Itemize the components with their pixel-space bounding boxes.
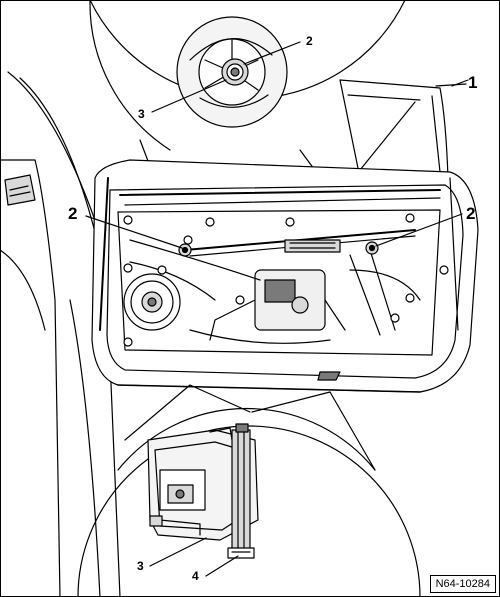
figure-code-label: N64-10284 [429, 574, 496, 593]
speaker [123, 273, 181, 331]
window-regulator [184, 229, 416, 336]
callout-top-washer: 3 [138, 107, 145, 121]
guide-rail [227, 423, 255, 559]
callout-door-glass: 1 [468, 73, 478, 92]
callout-bottom-bracket: 3 [137, 559, 144, 573]
callout-top-bolt: 2 [306, 34, 313, 48]
window-bolt-left [178, 243, 192, 257]
door-module [117, 209, 449, 356]
callout-window-bolt-right: 2 [466, 204, 476, 223]
module-bracket [147, 427, 259, 541]
vehicle-body [0, 71, 121, 597]
door-glass [339, 79, 469, 179]
bottom-detail-view [77, 384, 421, 597]
callout-bottom-rail: 4 [192, 569, 199, 583]
window-bolt-right [365, 241, 379, 255]
window-motor [209, 269, 346, 341]
callout-window-bolt-left: 2 [68, 204, 78, 223]
